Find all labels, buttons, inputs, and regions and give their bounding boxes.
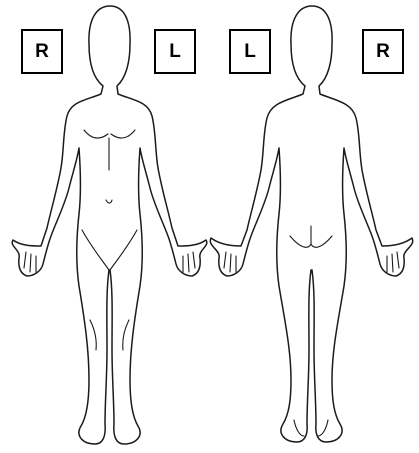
back-left-side-text: L: [244, 41, 256, 63]
back-right-side-text: R: [376, 41, 390, 63]
front-left-side-label: L: [154, 29, 196, 74]
front-left-side-text: L: [169, 41, 181, 63]
back-left-side-label: L: [229, 29, 271, 74]
front-right-side-text: R: [35, 41, 49, 63]
front-right-side-label: R: [21, 29, 63, 74]
back-right-side-label: R: [362, 29, 404, 74]
